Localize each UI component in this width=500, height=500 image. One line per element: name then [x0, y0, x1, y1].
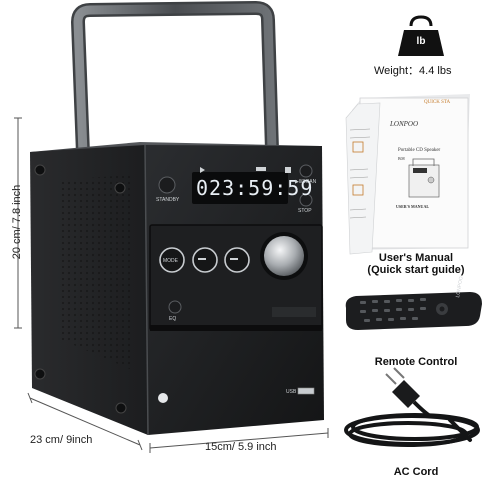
width-dimension-label: 15cm/ 5.9 inch: [205, 441, 277, 453]
volume-knob[interactable]: [260, 232, 308, 280]
remote-control: [345, 292, 482, 330]
manual-title: Portable CD Speaker: [398, 148, 441, 153]
depth-dimension-label: 23 cm/ 9inch: [30, 434, 93, 446]
standby-label: STANDBY: [156, 197, 180, 203]
ac-plug: [385, 367, 432, 418]
side-grille: [60, 175, 132, 370]
lcd-display: 023:59:59: [196, 176, 314, 200]
manual-corner-label: QUICK STA: [424, 100, 451, 105]
headphone-jack[interactable]: [158, 393, 168, 403]
remote-caption: Remote Control: [374, 356, 458, 368]
mode-button[interactable]: [159, 247, 185, 273]
manual-brand: LONPOO: [390, 120, 419, 128]
ac-cord: [344, 413, 480, 447]
weight-text: Weight：4.4 lbs: [374, 65, 452, 77]
ac-cord-caption: AC Cord: [393, 466, 439, 478]
scan-button[interactable]: [299, 164, 313, 178]
manual-caption-line2: (Quick start guide): [367, 264, 465, 276]
next-button[interactable]: [224, 247, 250, 273]
user-manual-booklet: [345, 94, 470, 255]
height-dimension-label: 20 cm/ 7.8 inch: [11, 184, 23, 260]
weight-icon: [398, 15, 444, 56]
prev-button[interactable]: [192, 247, 218, 273]
standby-button[interactable]: [158, 176, 176, 194]
manual-model: B08: [398, 156, 405, 161]
mode-label: MODE: [163, 258, 178, 264]
eq-button[interactable]: [168, 300, 182, 314]
display-window: [192, 172, 288, 204]
usb-label: USB: [286, 389, 297, 395]
weight-icon-label: lb: [416, 36, 426, 47]
manual-guide-label: USER'S MANUAL: [396, 204, 430, 209]
stop-button[interactable]: [299, 193, 313, 207]
scan-label: ▶‖/SCAN: [295, 179, 317, 185]
eq-label: EQ: [169, 316, 177, 322]
usb-port[interactable]: [297, 387, 315, 395]
dimension-lines: [14, 117, 329, 453]
manual-caption-line1: User's Manual: [378, 252, 454, 264]
stop-label: STOP: [298, 208, 312, 214]
